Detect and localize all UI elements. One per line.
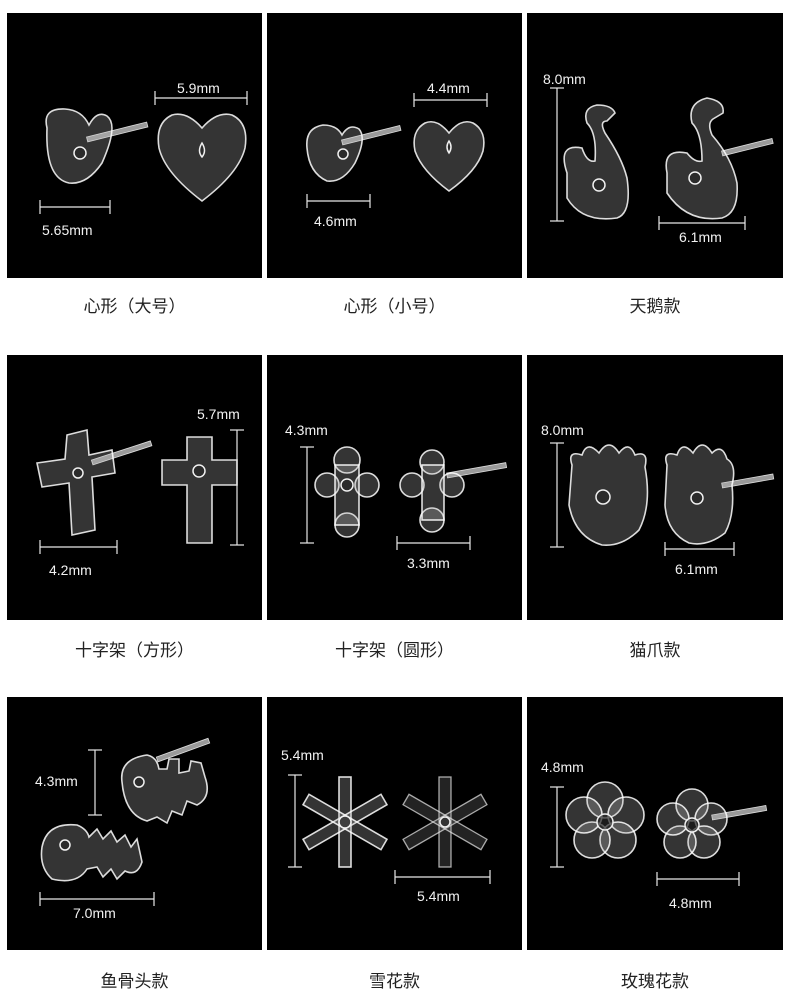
width-label: 4.8mm: [669, 895, 712, 911]
fishbone-earring-bottom-icon: [40, 823, 143, 882]
rose-earring-front-icon: [565, 781, 645, 859]
height-label: 4.3mm: [285, 422, 328, 438]
snowflake-earring-side-icon: [301, 776, 389, 868]
rose-earring-side-icon: [656, 788, 768, 859]
caption-heart-small: 心形（小号）: [343, 297, 446, 317]
caption-swan: 天鹅款: [629, 297, 681, 317]
cat-paw-earring-side-icon: [664, 444, 775, 545]
height-label: 4.3mm: [35, 773, 78, 789]
heart-earring-front-icon: [413, 120, 485, 192]
width-label: 5.4mm: [417, 888, 460, 904]
caption-fishbone: 鱼骨头款: [100, 972, 169, 992]
width-label: 7.0mm: [73, 905, 116, 921]
cat-paw-earring-front-icon: [568, 444, 649, 547]
height-label: 4.8mm: [541, 759, 584, 775]
width-label: 3.3mm: [407, 555, 450, 571]
caption-snowflake: 雪花款: [369, 972, 420, 992]
caption-rose: 玫瑰花款: [621, 972, 689, 992]
cross-earring-side-icon: [36, 428, 153, 536]
cross-earring-side-icon: [399, 449, 508, 533]
swan-earring-front-icon: [563, 104, 630, 220]
fishbone-earring-top-icon: [120, 737, 211, 825]
caption-cat-paw: 猫爪款: [629, 641, 681, 661]
heart-earring-side-icon: [45, 108, 149, 184]
product-image-cat-paw: 8.0mm 6.1mm: [527, 355, 783, 620]
product-image-cross-square: 5.7mm 4.2mm: [7, 355, 262, 620]
product-image-heart-large: 5.9mm 5.65mm: [7, 13, 262, 278]
caption-cross-round: 十字架（圆形）: [335, 641, 454, 661]
product-image-rose: 4.8mm 4.8mm: [527, 697, 783, 950]
heart-earring-front-icon: [157, 113, 247, 203]
product-image-snowflake: 5.4mm 5.4mm: [267, 697, 522, 950]
cross-earring-front-icon: [314, 446, 380, 538]
caption-cross-square: 十字架（方形）: [75, 641, 194, 661]
heart-earring-side-icon: [306, 124, 402, 182]
product-image-heart-small: 4.4mm 4.6mm: [267, 13, 522, 278]
width-label: 4.4mm: [427, 80, 470, 96]
caption-heart-large: 心形（大号）: [83, 297, 186, 317]
width-label: 6.1mm: [679, 229, 722, 245]
product-image-swan: 8.0mm 6.1mm: [527, 13, 783, 278]
cross-earring-front-icon: [161, 436, 238, 544]
height-label: 8.0mm: [541, 422, 584, 438]
width-label: 5.9mm: [177, 80, 220, 96]
snowflake-earring-front-icon: [402, 776, 488, 868]
swan-earring-side-icon: [665, 97, 774, 220]
height-label: 8.0mm: [543, 71, 586, 87]
depth-label: 5.65mm: [42, 222, 93, 238]
depth-label: 4.6mm: [314, 213, 357, 229]
height-label: 5.4mm: [281, 747, 324, 763]
product-image-fishbone: 4.3mm 7.0mm: [7, 697, 262, 950]
width-label: 4.2mm: [49, 562, 92, 578]
width-label: 6.1mm: [675, 561, 718, 577]
height-label: 5.7mm: [197, 406, 240, 422]
product-image-cross-round: 4.3mm 3.3mm: [267, 355, 522, 620]
